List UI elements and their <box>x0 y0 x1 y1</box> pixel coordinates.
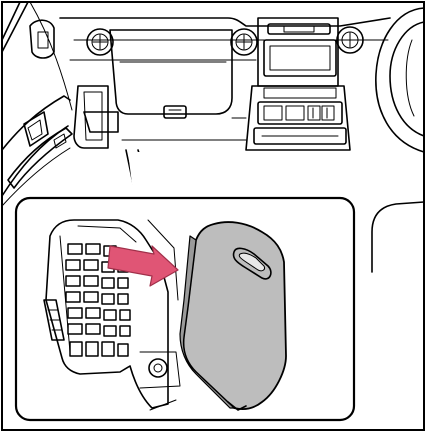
door-panel-drawing <box>2 96 72 206</box>
steering-wheel-drawing <box>376 8 424 152</box>
dashboard-drawing <box>2 2 390 150</box>
seat-outline <box>372 202 424 272</box>
callout-pointer <box>126 150 156 200</box>
